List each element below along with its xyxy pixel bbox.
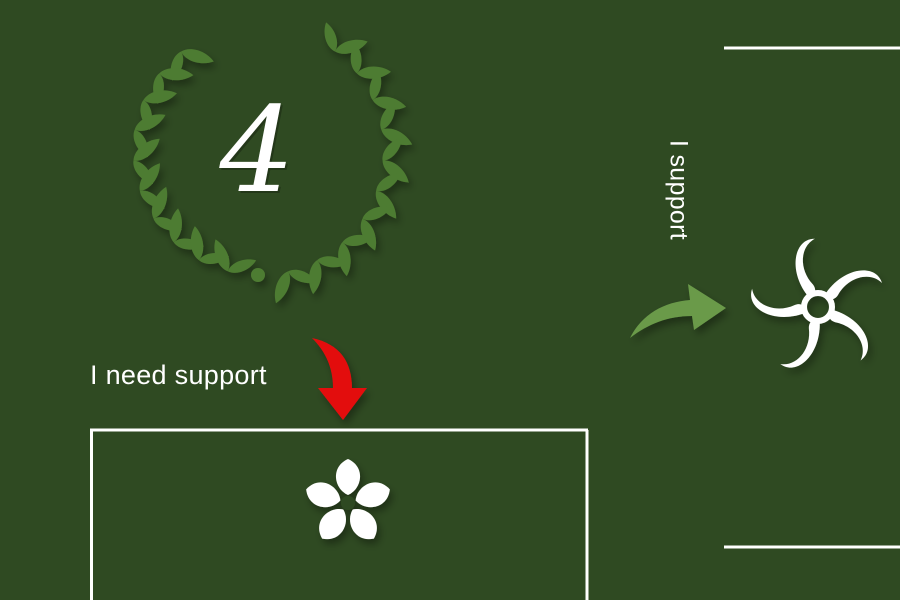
five-petal-flower-icon (306, 459, 390, 540)
swirl-blade (826, 270, 882, 300)
rank-number: 4 (219, 81, 295, 219)
laurel-leaf (179, 45, 216, 68)
need-support-label: I need support (90, 360, 267, 390)
supporter-box-outline (724, 46, 900, 549)
flower-petal (319, 509, 346, 540)
curved-arrow-down-icon (312, 338, 367, 420)
swirl-blade (751, 288, 805, 317)
swirl-blade (829, 310, 869, 361)
laurel-leaf (188, 225, 205, 261)
laurel-leaf (167, 207, 185, 244)
wreath-knot (251, 268, 265, 282)
flower-petal (355, 482, 390, 508)
laurel-leaf (158, 67, 194, 82)
support-label: I support (664, 140, 693, 240)
swirl-center (801, 290, 835, 324)
flower-petal (335, 459, 361, 495)
swirl-blade (780, 320, 820, 368)
flower-petal (306, 482, 341, 508)
swirl-blade (795, 238, 816, 296)
flower-petal (350, 509, 377, 540)
curved-arrow-right-icon (630, 284, 726, 338)
needer-box-outline (90, 428, 589, 600)
laurel-wreath-icon (129, 20, 415, 306)
laurel-leaf (356, 216, 381, 253)
flower-center (341, 496, 355, 510)
swirl-pinwheel-icon (751, 238, 882, 368)
